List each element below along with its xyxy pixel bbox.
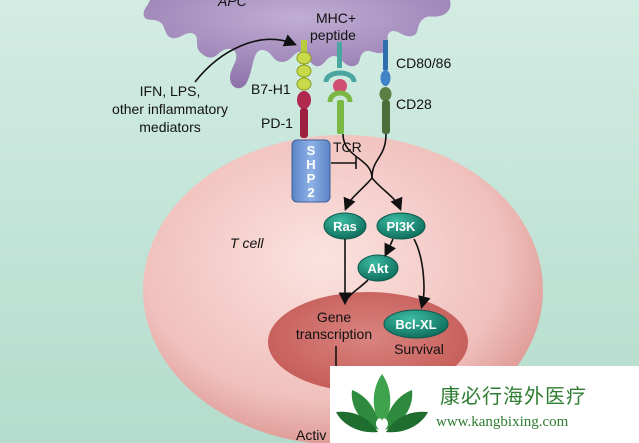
bclxl-node: Bcl-XL xyxy=(383,309,449,339)
shp2-letter: H xyxy=(306,157,315,172)
pi3k-to-bclxl-arrow xyxy=(413,238,431,310)
watermark-chinese-text: 康必行海外医疗 xyxy=(440,384,587,408)
akt-to-gene-arrow xyxy=(347,279,369,299)
inflammatory-label-2: other inflammatory xyxy=(112,101,228,117)
cd80-86-ligand xyxy=(380,40,391,86)
tcr-receptor xyxy=(327,90,353,134)
t-cell-label: T cell xyxy=(230,235,264,251)
cd28-label: CD28 xyxy=(396,96,432,112)
pd1-label: PD-1 xyxy=(261,115,293,131)
watermark: 康必行海外医疗 www.kangbixing.com xyxy=(330,366,639,443)
activation-label: Activ xyxy=(296,427,326,443)
cd80-86-label: CD80/86 xyxy=(396,55,451,71)
lotus-logo xyxy=(336,374,428,433)
mhc-peptide-label-2: peptide xyxy=(310,27,356,43)
shp2-letter: P xyxy=(307,171,316,186)
watermark-url: www.kangbixing.com xyxy=(436,414,569,430)
bclxl-label: Bcl-XL xyxy=(395,317,436,332)
shp2-letter: 2 xyxy=(307,185,314,200)
ras-label: Ras xyxy=(333,219,357,234)
inflammatory-label-1: IFN, LPS, xyxy=(140,83,201,99)
to-ras-arrow xyxy=(343,177,373,211)
cd28-signal-line xyxy=(371,133,387,179)
b7h1-label: B7-H1 xyxy=(251,81,291,97)
tcr-label: TCR xyxy=(333,139,362,155)
pd1-receptor xyxy=(297,91,311,138)
pi3k-label: PI3K xyxy=(387,219,417,234)
shp2-box: S H P 2 xyxy=(291,139,331,203)
inflammatory-label-3: mediators xyxy=(139,119,200,135)
survival-label: Survival xyxy=(394,341,444,357)
tcr-signal-line xyxy=(342,133,373,179)
cd28-receptor xyxy=(379,87,392,134)
shp2-letter: S xyxy=(307,143,316,158)
pi3k-to-akt-arrow xyxy=(384,238,397,257)
akt-node: Akt xyxy=(357,254,399,282)
mhc-peptide-label-1: MHC+ xyxy=(316,10,356,26)
inflammatory-arrow xyxy=(194,34,297,83)
pi3k-node: PI3K xyxy=(376,212,426,240)
mhc-peptide-complex xyxy=(323,42,357,93)
ras-node: Ras xyxy=(323,212,367,240)
gene-transcription-label-2: transcription xyxy=(296,326,372,342)
apc-label: APC xyxy=(217,0,248,9)
gene-transcription-label-1: Gene xyxy=(317,309,351,325)
apc-cell xyxy=(143,0,451,89)
b7h1-ligand xyxy=(296,40,312,91)
to-pi3k-arrow xyxy=(371,177,403,211)
akt-label: Akt xyxy=(368,261,390,276)
